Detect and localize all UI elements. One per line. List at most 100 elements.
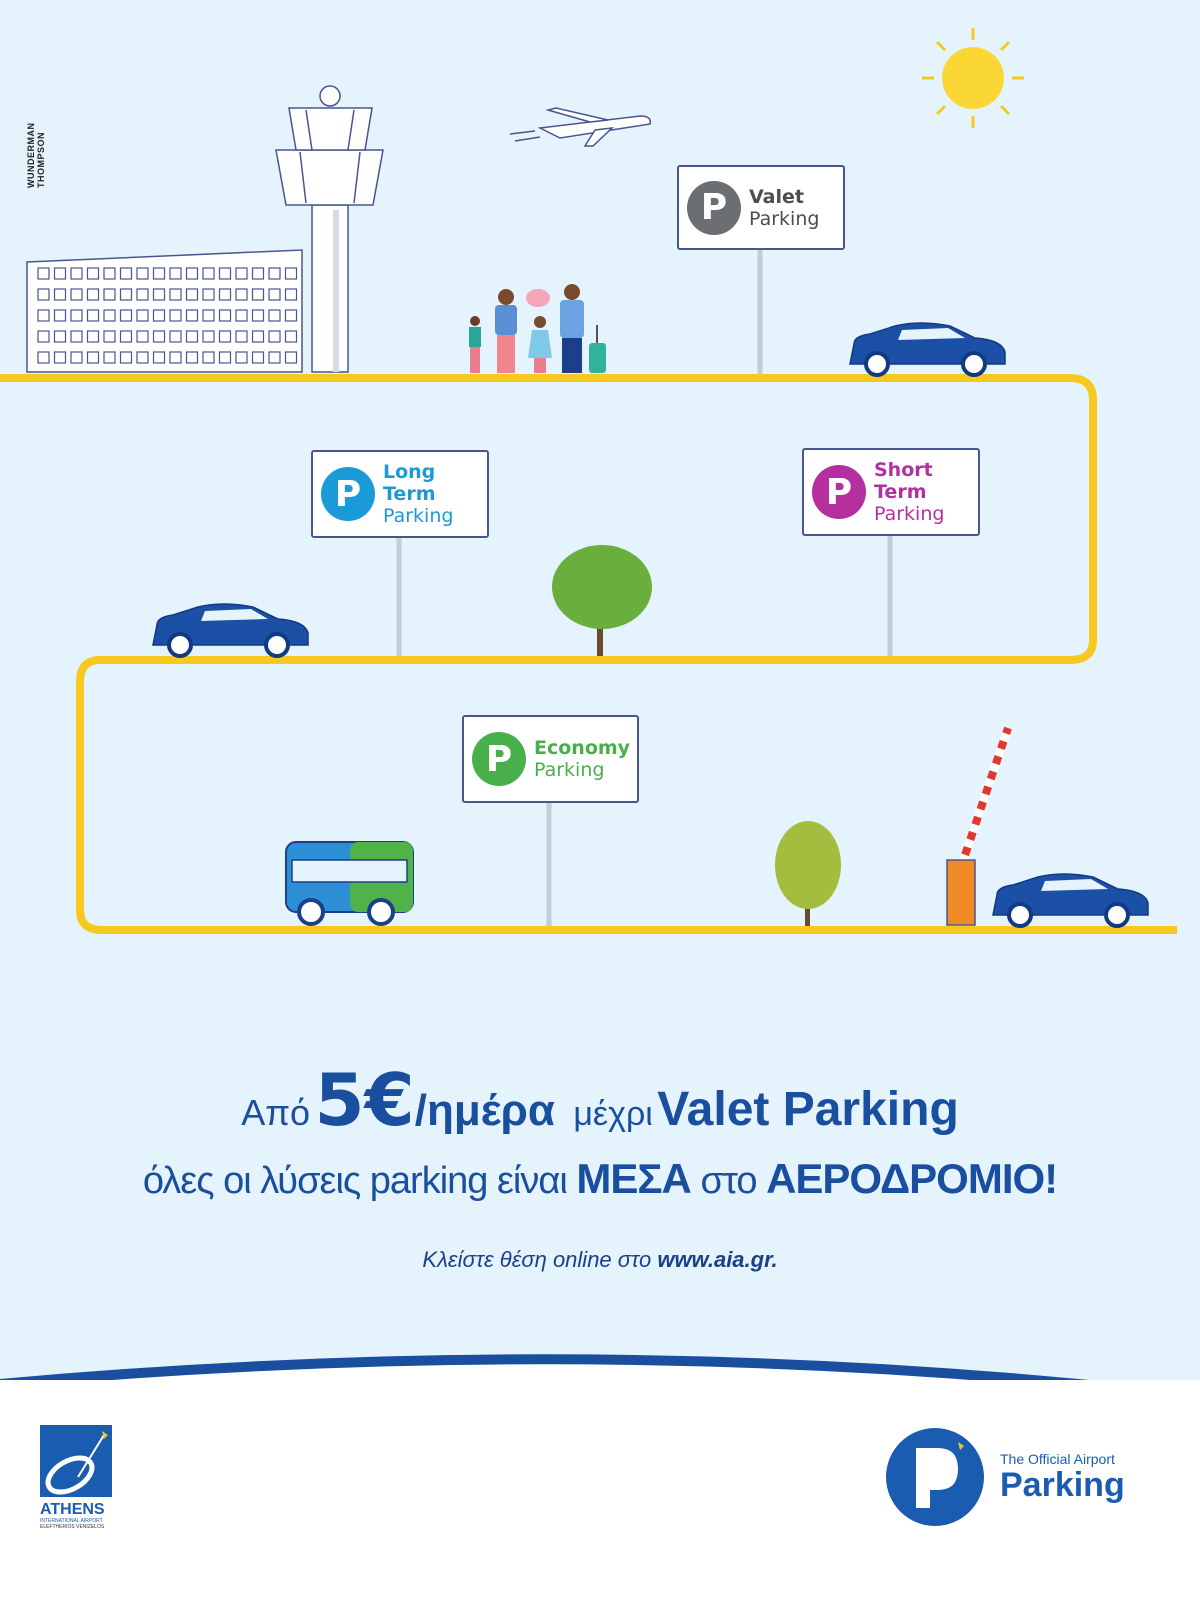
window-mark <box>185 309 199 322</box>
round-tree-icon <box>552 545 652 656</box>
window-mark <box>103 330 116 343</box>
window-mark <box>251 267 265 280</box>
window-mark <box>103 288 116 301</box>
road-path <box>0 374 1177 934</box>
booking-url-link[interactable]: www.aia.gr. <box>657 1247 778 1272</box>
window-mark <box>53 267 67 280</box>
window-mark <box>251 351 265 364</box>
window-mark <box>185 267 199 280</box>
window-mark <box>268 267 281 280</box>
window-mark <box>235 267 248 280</box>
sign-title: Economy <box>534 737 631 759</box>
parking-p-icon: P <box>687 180 741 235</box>
sign-poles <box>396 249 893 926</box>
window-mark <box>169 309 182 322</box>
window-mark <box>268 288 281 301</box>
window-mark <box>53 309 67 322</box>
window-mark <box>86 351 100 364</box>
window-mark <box>268 309 281 322</box>
official-parking-p-icon <box>886 1428 984 1526</box>
headline-valet: Valet Parking <box>657 1083 959 1136</box>
window-mark <box>235 351 248 364</box>
window-mark <box>53 330 67 343</box>
athens-logo-sub1: INTERNATIONAL AIRPORT <box>40 1518 103 1524</box>
car-icon <box>152 603 309 658</box>
window-mark <box>284 330 298 343</box>
window-mark <box>152 267 166 280</box>
parking-p-icon: P <box>812 465 866 519</box>
window-mark <box>235 288 248 301</box>
subline: όλες οι λύσεις parking είναι ΜΕΣΑ στο ΑΕ… <box>0 1155 1200 1203</box>
sign-subtitle: Parking <box>534 759 605 781</box>
headline-per-day: /ημέρα <box>414 1086 555 1135</box>
subline-text: όλες οι λύσεις parking είναι <box>142 1160 568 1202</box>
window-mark <box>169 351 182 364</box>
parking-logo-tagline: The Official Airport <box>1000 1451 1115 1467</box>
credit-line-1: WUNDERMAN <box>26 122 36 189</box>
window-mark <box>235 309 248 322</box>
athens-logo-sub2: ELEFTHERIOS VENIZELOS <box>40 1524 105 1530</box>
window-mark <box>202 288 215 301</box>
subline-airport: ΑΕΡΟΔΡΟΜΙΟ! <box>766 1155 1058 1202</box>
subline-at: στο <box>700 1160 757 1202</box>
window-mark <box>185 351 199 364</box>
window-mark <box>218 309 232 322</box>
booking-line: Κλείστε θέση online στο www.aia.gr. <box>0 1247 1200 1273</box>
booking-text: Κλείστε θέση online στο <box>422 1247 652 1272</box>
car-icon <box>849 322 1006 377</box>
window-mark <box>70 309 83 322</box>
agency-credit: WUNDERMAN THOMPSON <box>26 123 46 189</box>
window-mark <box>284 267 298 280</box>
sign-subtitle: Parking <box>749 207 820 230</box>
window-mark <box>37 288 50 301</box>
official-parking-logo: The Official Airport Parking <box>886 1428 1125 1526</box>
window-mark <box>53 351 67 364</box>
window-mark <box>70 351 83 364</box>
window-mark <box>86 309 100 322</box>
window-mark <box>103 267 116 280</box>
window-mark <box>251 309 265 322</box>
athens-logo-name: ATHENS <box>40 1501 105 1518</box>
window-mark <box>169 330 182 343</box>
sign-subtitle: Parking <box>383 505 454 527</box>
window-mark <box>86 330 100 343</box>
headline: Από 5€/ημέρα μέχρι Valet Parking <box>0 1058 1200 1142</box>
window-mark <box>202 330 215 343</box>
oval-tree-icon <box>775 821 841 926</box>
sign-subtitle: Parking <box>874 503 945 525</box>
parking-p-icon: P <box>321 467 375 521</box>
subline-inside: ΜΕΣΑ <box>576 1155 692 1202</box>
window-mark <box>37 309 50 322</box>
athens-airport-logo: ATHENS INTERNATIONAL AIRPORT ELEFTHERIOS… <box>40 1425 115 1530</box>
window-mark <box>103 351 116 364</box>
window-mark <box>37 330 50 343</box>
parking-barrier-icon <box>946 726 1012 926</box>
headline-from: Από <box>241 1092 311 1133</box>
window-mark <box>136 267 149 280</box>
window-mark <box>235 330 248 343</box>
footer-band <box>0 1380 1200 1599</box>
window-mark <box>119 288 133 301</box>
window-mark <box>218 351 232 364</box>
window-mark <box>136 351 149 364</box>
headline-to: μέχρι <box>573 1095 653 1133</box>
window-mark <box>152 288 166 301</box>
window-mark <box>218 330 232 343</box>
window-mark <box>53 288 67 301</box>
car-icon <box>992 873 1149 928</box>
credit-line-2: THOMPSON <box>36 131 46 188</box>
window-mark <box>37 351 50 364</box>
window-mark <box>86 288 100 301</box>
athens-airport-emblem-icon <box>40 1425 112 1497</box>
window-mark <box>136 330 149 343</box>
sign-title: Short Term <box>874 459 933 503</box>
window-mark <box>152 330 166 343</box>
sun-icon <box>922 28 1024 128</box>
window-mark <box>185 288 199 301</box>
window-mark <box>119 309 133 322</box>
window-mark <box>218 288 232 301</box>
